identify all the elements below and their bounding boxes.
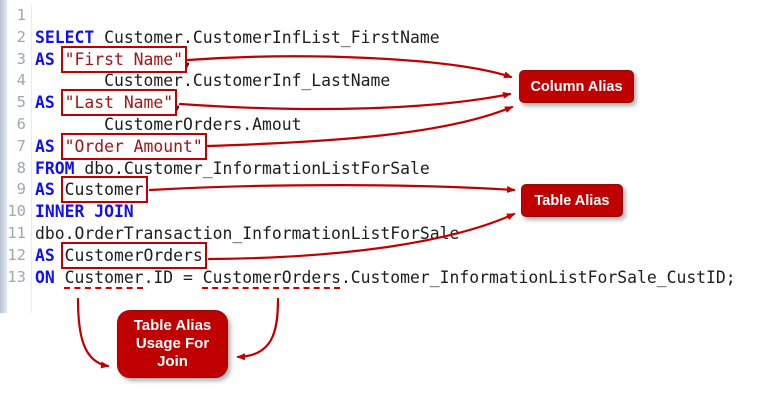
code-line-4[interactable]: Customer.CustomerInf_LastName <box>35 70 768 92</box>
line-number-9: 9 <box>16 180 26 199</box>
sql-keyword: INNER JOIN <box>35 202 134 222</box>
code-line-6[interactable]: CustomerOrders.Amout <box>35 114 768 136</box>
line-number-7: 7 <box>16 136 26 155</box>
editor-margin-strip <box>0 0 7 313</box>
code-line-11[interactable]: dbo.OrderTransaction_InformationListForS… <box>35 223 768 245</box>
code-line-5[interactable]: AS "Last Name", <box>35 89 768 117</box>
code-line-1[interactable] <box>35 5 768 27</box>
line-number-6: 6 <box>16 114 26 133</box>
column-alias-token: "Last Name" <box>60 89 178 117</box>
line-number-12: 12 <box>7 245 26 264</box>
sql-identifier: dbo.OrderTransaction_InformationListForS… <box>35 223 460 243</box>
code-line-13[interactable]: ON Customer.ID = CustomerOrders.Customer… <box>35 267 768 289</box>
table-alias-usage-callout: Table Alias Usage For Join <box>117 310 228 378</box>
line-number-4: 4 <box>16 71 26 90</box>
sql-identifier: CustomerOrders.Amout <box>35 114 302 134</box>
column-alias-callout: Column Alias <box>519 70 634 103</box>
sql-keyword: SELECT <box>35 27 105 47</box>
code-line-2[interactable]: SELECT Customer.CustomerInfList_FirstNam… <box>35 27 768 49</box>
alias-usage-token: CustomerOrders <box>202 267 341 287</box>
code-line-10[interactable]: INNER JOIN <box>35 201 768 223</box>
sql-keyword: AS <box>35 49 65 69</box>
sql-keyword: AS <box>35 180 65 200</box>
line-number-3: 3 <box>16 49 26 68</box>
sql-identifier: .Customer_InformationListForSale_CustID; <box>340 267 736 287</box>
table-alias-callout: Table Alias <box>521 184 623 217</box>
line-number-11: 11 <box>7 223 26 242</box>
sql-keyword: AS <box>35 136 65 156</box>
code-line-7[interactable]: AS "Order Amount" <box>35 132 768 160</box>
line-number-2: 2 <box>16 27 26 46</box>
alias-usage-token: Customer <box>64 267 144 287</box>
code-line-12[interactable]: AS CustomerOrders <box>35 241 768 269</box>
sql-identifier: Customer.CustomerInfList_FirstName <box>104 27 440 47</box>
sql-keyword: AS <box>35 93 65 113</box>
sql-keyword: ON <box>35 267 65 287</box>
table-alias-token: Customer <box>60 176 148 204</box>
code-line-8[interactable]: FROM dbo.Customer_InformationListForSale <box>35 158 768 180</box>
sql-identifier: .ID = <box>143 267 203 287</box>
sql-identifier: dbo.Customer_InformationListForSale <box>84 158 430 178</box>
column-alias-token: "Order Amount" <box>60 132 207 160</box>
sql-identifier: , <box>183 49 193 69</box>
table-alias-token: CustomerOrders <box>60 241 207 269</box>
sql-keyword: AS <box>35 245 65 265</box>
line-number-13: 13 <box>7 267 26 286</box>
code-line-3[interactable]: AS "First Name", <box>35 45 768 73</box>
sql-identifier: Customer.CustomerInf_LastName <box>35 71 391 91</box>
arrow-line13-customerorders-to-join-box <box>236 297 280 361</box>
sql-identifier: , <box>173 93 184 113</box>
line-number-10: 10 <box>7 202 26 221</box>
line-number-1: 1 <box>16 6 26 24</box>
sql-code-area[interactable]: SELECT Customer.CustomerInfList_FirstNam… <box>35 5 768 288</box>
line-number-5: 5 <box>16 93 26 112</box>
arrow-line13-customer-to-join-box <box>76 297 110 369</box>
code-line-9[interactable]: AS Customer <box>35 176 768 204</box>
line-number-8: 8 <box>16 158 26 177</box>
sql-keyword: FROM <box>35 158 85 178</box>
column-alias-token: "First Name" <box>60 45 188 73</box>
